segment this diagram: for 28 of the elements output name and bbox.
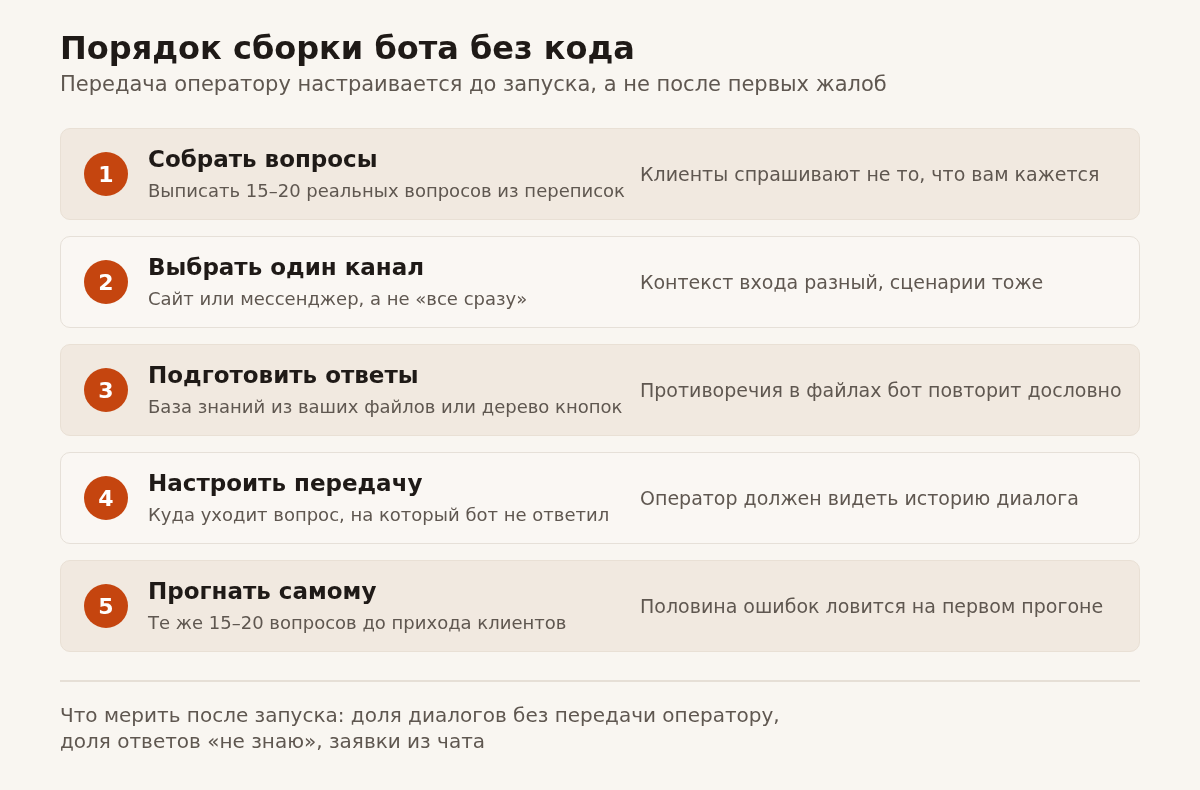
step-description: Куда уходит вопрос, на который бот не ответил bbox=[148, 503, 610, 527]
step-title: Выбрать один канал bbox=[148, 253, 425, 281]
step-card bbox=[60, 236, 1140, 328]
subtitle: Передача оператору настраивается до запуска, а не после первых жалоб bbox=[60, 71, 887, 98]
step-card bbox=[60, 452, 1140, 544]
step-title: Подготовить ответы bbox=[148, 361, 419, 389]
step-note: Клиенты спрашивают не то, что вам кажется bbox=[640, 162, 1100, 186]
step-description: Выписать 15–20 реальных вопросов из переписок bbox=[148, 179, 625, 203]
step-description: Те же 15–20 вопросов до прихода клиентов bbox=[148, 611, 567, 635]
step-note: Оператор должен видеть историю диалога bbox=[640, 486, 1079, 510]
step-card bbox=[60, 128, 1140, 220]
step-note: Контекст входа разный, сценарии тоже bbox=[640, 270, 1044, 294]
step-description: Сайт или мессенджер, а не «все сразу» bbox=[148, 287, 528, 311]
step-card bbox=[60, 344, 1140, 436]
step-title: Прогнать самому bbox=[148, 577, 377, 605]
step-description: База знаний из ваших файлов или дерево кнопок bbox=[148, 395, 623, 419]
step-note: Половина ошибок ловится на первом прогоне bbox=[640, 594, 1104, 618]
number-circle: 2 bbox=[84, 260, 128, 304]
step-title: Настроить передачу bbox=[148, 469, 423, 497]
number-circle: 4 bbox=[84, 476, 128, 520]
step-note: Противоречия в файлах бот повторит дословно bbox=[640, 378, 1122, 402]
number-circle: 1 bbox=[84, 152, 128, 196]
number-circle: 3 bbox=[84, 368, 128, 412]
footer-note: Что мерить после запуска: доля диалогов без передачи оператору, доля ответов «не знаю», заявки из чата bbox=[60, 702, 781, 754]
number-circle: 5 bbox=[84, 584, 128, 628]
step-card bbox=[60, 560, 1140, 652]
step-title: Собрать вопросы bbox=[148, 145, 378, 173]
page-title: Порядок сборки бота без кода bbox=[60, 28, 635, 68]
